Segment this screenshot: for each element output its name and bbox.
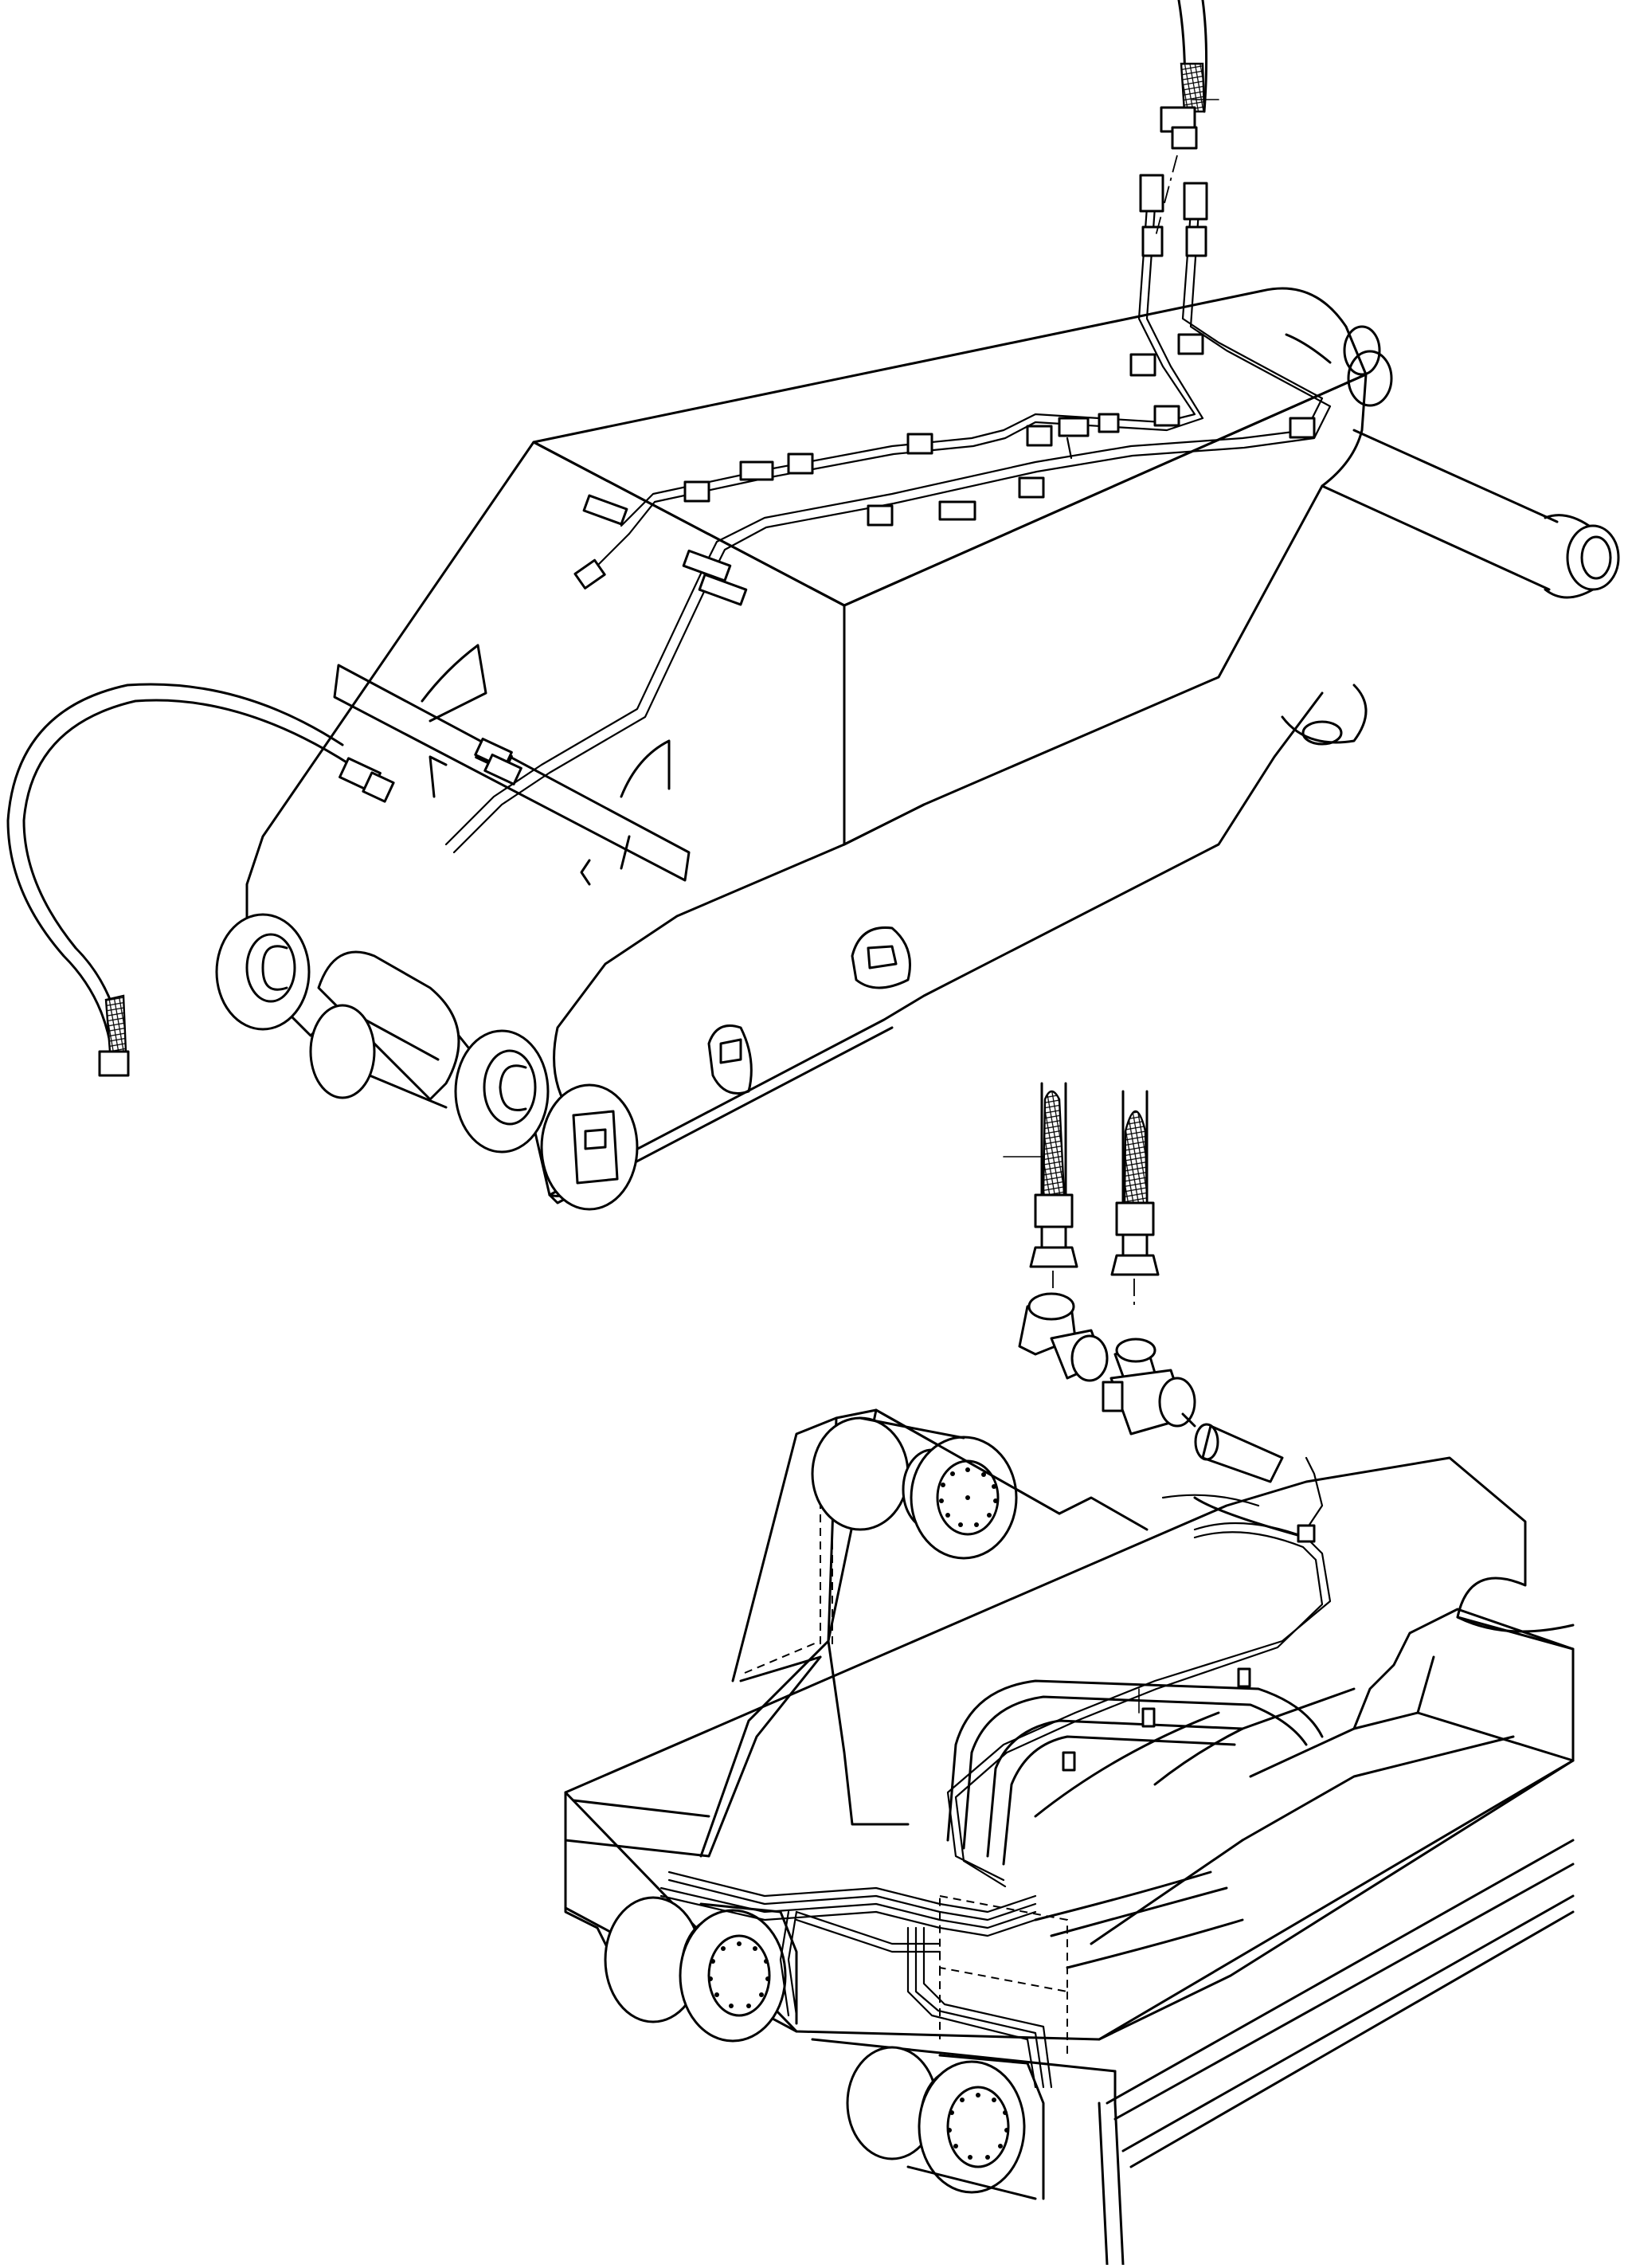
boom-pipe-lines xyxy=(444,174,1332,854)
boom-top-hose xyxy=(1154,0,1219,240)
elbow-fitting xyxy=(1018,1292,1109,1382)
hose-pair xyxy=(1003,1082,1160,1306)
boom-side-hose xyxy=(6,683,395,1077)
boom-arm xyxy=(215,287,1620,1211)
tee-fitting xyxy=(1102,1338,1284,1483)
frame-pipe-lines xyxy=(659,1456,1332,2089)
base-frame xyxy=(564,1408,1575,2266)
